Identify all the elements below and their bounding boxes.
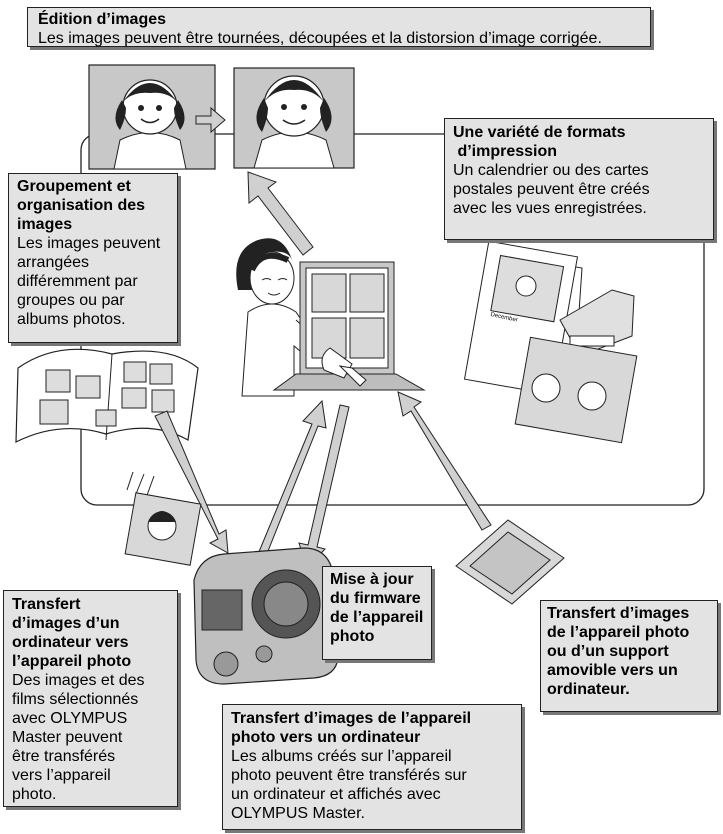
to-camera-box: Transfert d’images d’un ordinateur vers …	[3, 590, 178, 807]
removable-line-5: ordinateur.	[547, 681, 630, 698]
editing-desc: Les images peuvent être tournées, découp…	[38, 30, 602, 47]
print-formats-title-2: d’impression	[453, 143, 558, 160]
to-camera-desc-7: photo.	[12, 786, 57, 803]
grouping-title-1: Groupement et	[17, 178, 131, 195]
grouping-desc-4: groupes ou par	[17, 292, 125, 309]
to-computer-desc-4: OLYMPUS Master.	[231, 805, 365, 822]
removable-line-3: ou d’un support	[547, 643, 669, 660]
grouping-desc-2: arrangées	[17, 254, 90, 271]
arrow-card-to-laptop	[397, 391, 492, 531]
edit-arrow	[195, 106, 226, 134]
firmware-line-3: de l’appareil	[330, 609, 424, 626]
arrow-to-editing	[247, 171, 314, 256]
laptop	[272, 261, 426, 391]
to-camera-title-2: d’images d’un	[12, 615, 120, 632]
removable-line-1: Transfert d’images	[547, 605, 690, 622]
print-samples: December	[463, 240, 638, 444]
editing-box: Édition d’images Les images peuvent être…	[27, 7, 651, 47]
print-formats-box: Une variété de formats d’impression Un c…	[444, 118, 714, 240]
arrow-album-to-camera	[154, 410, 229, 554]
to-camera-desc-4: Master peuvent	[12, 729, 123, 746]
firmware-box: Mise à jour du firmware de l’appareil ph…	[322, 566, 432, 660]
photo-album	[15, 348, 199, 443]
calendar-month-label: December	[490, 312, 518, 324]
to-computer-desc-2: photo peuvent être transférés sur	[231, 767, 467, 784]
arrow-laptop-to-camera	[298, 404, 350, 569]
photo-before-edit	[88, 64, 216, 170]
print-formats-title-1: Une variété de formats	[453, 124, 626, 141]
camera	[193, 547, 339, 685]
grouping-title-2: organisation des	[17, 197, 146, 214]
grouping-box: Groupement et organisation des images Le…	[8, 173, 178, 343]
arrow-camera-to-laptop	[255, 399, 327, 562]
grouping-desc-5: albums photos.	[17, 311, 126, 328]
grouping-desc-3: différemment par	[17, 273, 138, 290]
to-computer-title-1: Transfert d’images de l’appareil	[231, 710, 472, 727]
editing-title: Édition d’images	[38, 11, 167, 28]
firmware-line-2: du firmware	[330, 590, 421, 607]
removable-line-2: de l’appareil photo	[547, 624, 690, 641]
to-camera-desc-5: être transférés	[12, 748, 116, 765]
to-computer-desc-1: Les albums créés sur l’appareil	[231, 748, 452, 765]
user-at-computer	[236, 238, 329, 397]
memory-card	[455, 519, 565, 605]
print-formats-desc-2: postales peuvent être créés	[453, 181, 650, 198]
removable-line-4: amovible vers un	[547, 662, 678, 679]
grouping-desc-1: Les images peuvent	[17, 235, 161, 252]
to-camera-title-1: Transfert	[12, 596, 81, 613]
photo-to-camera	[124, 471, 202, 566]
grouping-title-3: images	[17, 216, 73, 233]
to-camera-desc-6: vers l’appareil	[12, 767, 111, 784]
to-computer-title-2: photo vers un ordinateur	[231, 729, 421, 746]
to-camera-title-4: l’appareil photo	[12, 653, 132, 670]
to-camera-desc-3: avec OLYMPUS	[12, 710, 128, 727]
to-computer-box: Transfert d’images de l’appareil photo v…	[222, 704, 522, 830]
print-formats-desc-1: Un calendrier ou des cartes	[453, 162, 649, 179]
firmware-line-4: photo	[330, 628, 375, 645]
to-camera-desc-2: films sélectionnés	[12, 691, 139, 708]
print-formats-desc-3: avec les vues enregistrées.	[453, 200, 647, 217]
to-computer-desc-3: un ordinateur et affichés avec	[231, 786, 441, 803]
to-camera-desc-1: Des images et des	[12, 672, 145, 689]
removable-box: Transfert d’images de l’appareil photo o…	[540, 600, 718, 712]
to-camera-title-3: ordinateur vers	[12, 634, 129, 651]
firmware-line-1: Mise à jour	[330, 571, 414, 588]
photo-after-edit	[233, 67, 355, 169]
